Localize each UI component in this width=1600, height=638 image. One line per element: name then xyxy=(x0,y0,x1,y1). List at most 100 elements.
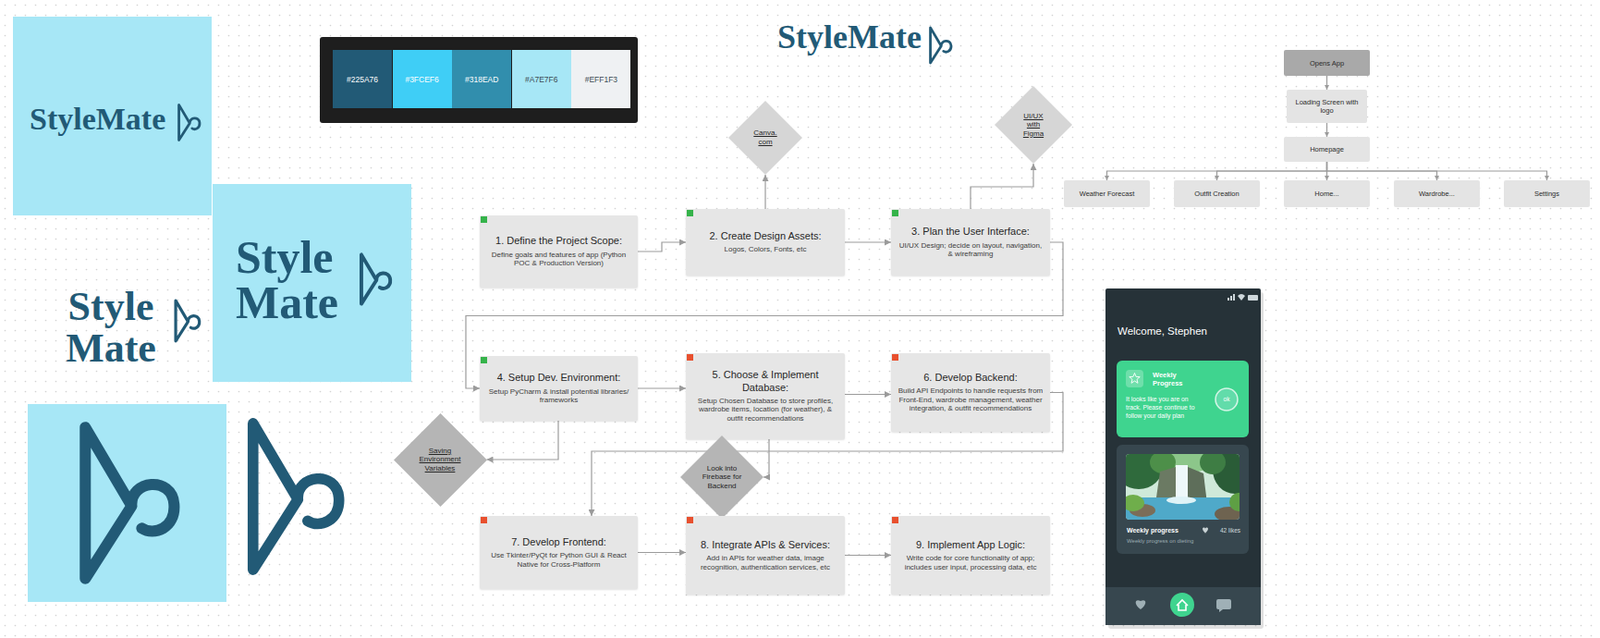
step-heading: 6. Develop Backend: xyxy=(923,371,1018,384)
card-title: Weekly progress xyxy=(1126,526,1179,535)
status-marker xyxy=(686,209,694,217)
button-label: ok xyxy=(1223,396,1231,404)
screen-box: Outfit Creation xyxy=(1173,180,1260,208)
connector-arrow xyxy=(844,241,892,243)
progress-card: Weekly Progress It looks like you are on … xyxy=(1116,360,1249,438)
phone-screen: Welcome, StephenWeekly ProgressIt looks … xyxy=(1105,288,1261,625)
screen-box: Settings xyxy=(1503,180,1590,208)
step-description: Define goals and features of app (Python… xyxy=(485,250,633,269)
step-description: Setup PyCharm & install potential librar… xyxy=(485,387,633,405)
phone-mockup xyxy=(1199,453,1226,475)
step-description: Logos, Colors, Fonts, etc xyxy=(724,244,807,255)
status-marker xyxy=(480,216,488,223)
color-code: #3FCEF6 xyxy=(404,74,439,85)
step-heading: 2. Create Design Assets: xyxy=(708,230,821,243)
diamond-shape xyxy=(680,435,764,519)
process-box: 4. Setup Dev. Environment: Setup PyCharm … xyxy=(479,355,638,421)
color-code: #EFF1F3 xyxy=(585,74,618,85)
post-card: Weekly progress 42 likesWeekly progress o… xyxy=(1116,444,1249,554)
screen-box: Opens App xyxy=(1283,49,1370,76)
phone-mockup xyxy=(1135,599,1147,610)
screen-label: Home... xyxy=(1314,189,1339,198)
phone-mockup xyxy=(1125,494,1145,512)
phone-mockup xyxy=(1125,369,1144,388)
color-swatch: #3FCEF6 xyxy=(392,49,452,109)
phone-mockup xyxy=(1233,293,1235,301)
hanger-icon xyxy=(253,423,340,570)
phone-mockup xyxy=(1237,293,1246,301)
phone-mockup xyxy=(1216,598,1232,612)
logo-tile: StyleMate xyxy=(12,16,212,216)
step-heading: 1. Define the Project Scope: xyxy=(495,234,623,247)
process-box: 7. Develop Frontend:Use Tkinter/PyQt for… xyxy=(479,515,638,589)
logo-tile xyxy=(12,16,212,216)
logo-wordmark: StyleMate xyxy=(777,20,922,54)
decision-text: Canva. com xyxy=(750,128,781,147)
hanger-icon xyxy=(179,104,200,140)
logo-tile xyxy=(27,403,227,602)
status-marker xyxy=(891,209,899,217)
decision-text: UI/UX with Figma xyxy=(1017,111,1050,139)
step-heading: 4. Setup Dev. Environment: xyxy=(497,371,622,384)
status-marker xyxy=(686,516,694,524)
connector-arrow xyxy=(637,551,686,553)
color-code: #A7E7F6 xyxy=(525,74,558,85)
phone-mockup xyxy=(1129,373,1140,384)
logo-wordmark: StyleMate xyxy=(29,103,166,135)
step-heading: 7. Develop Frontend: xyxy=(511,536,607,549)
phone-mockup xyxy=(1105,586,1261,625)
color-swatch: #318EAD xyxy=(451,49,512,109)
hanger-icon xyxy=(361,254,391,304)
connector-arrow xyxy=(970,163,1034,209)
step-heading: 5. Choose & Implement Database: xyxy=(691,368,840,393)
process-box: 2. Create Design Assets:Logos, Colors, F… xyxy=(685,208,845,276)
process-box: 3. Plan the User Interface:UI/UX Design;… xyxy=(891,208,1051,276)
phone-mockup xyxy=(1247,294,1259,301)
card-subtitle: Weekly progress on dieting xyxy=(1126,537,1194,545)
hanger-icon xyxy=(930,27,952,63)
step-description: Use Tkinter/PyQt for Python GUI & React … xyxy=(485,550,633,569)
screen-label: Homepage xyxy=(1309,145,1344,154)
phone-mockup xyxy=(1125,453,1240,520)
logo-tile xyxy=(212,183,412,382)
screen-box: Weather Forecast xyxy=(1063,180,1150,208)
hanger-icon xyxy=(175,300,200,342)
decision-diamond: Canva. com xyxy=(728,100,803,175)
connector-arrow xyxy=(844,393,892,395)
phone-mockup xyxy=(1229,492,1240,512)
step-description: Write code for core functionality of app… xyxy=(896,553,1045,572)
status-marker xyxy=(891,354,899,361)
connector-arrow xyxy=(1326,122,1328,137)
diamond-shape xyxy=(393,413,488,507)
color-code: #225A76 xyxy=(346,74,379,85)
screen-box: Homepage xyxy=(1283,136,1370,162)
process-box: 6. Develop Backend:Build API Endpoints t… xyxy=(891,353,1051,432)
phone-mockup xyxy=(1166,496,1197,504)
decision-diamond: Saving Environment Variables xyxy=(393,413,488,507)
hanger-icon xyxy=(85,427,174,579)
screen-label: Wardrobe... xyxy=(1418,189,1455,198)
connector-arrow xyxy=(1107,161,1328,181)
status-marker xyxy=(480,516,488,524)
connector-arrow xyxy=(844,554,892,556)
color-swatch: #225A76 xyxy=(332,49,392,109)
screen-box: Wardrobe... xyxy=(1393,180,1480,208)
diamond-shape xyxy=(728,100,803,175)
step-heading: 9. Implement App Logic: xyxy=(916,538,1026,551)
decision-text: Saving Environment Variables xyxy=(412,446,468,474)
status-marker xyxy=(686,354,694,361)
card-body: It looks like you are on track. Please c… xyxy=(1125,394,1206,421)
status-marker xyxy=(891,516,899,524)
connector-arrow xyxy=(637,387,686,389)
phone-mockup xyxy=(1105,288,1261,625)
likes-count: 42 likes xyxy=(1220,526,1241,535)
phone-mockup xyxy=(1176,599,1188,611)
color-swatch: #EFF1F3 xyxy=(571,49,631,109)
screen-label: Weather Forecast xyxy=(1079,189,1135,198)
connector-arrow xyxy=(637,242,686,252)
card-title: Weekly Progress xyxy=(1152,371,1197,388)
color-swatch: #A7E7F6 xyxy=(512,49,572,109)
screen-box: Loading Screen with logo xyxy=(1286,89,1368,123)
step-description: Setup Chosen Database to store profiles,… xyxy=(691,396,840,424)
